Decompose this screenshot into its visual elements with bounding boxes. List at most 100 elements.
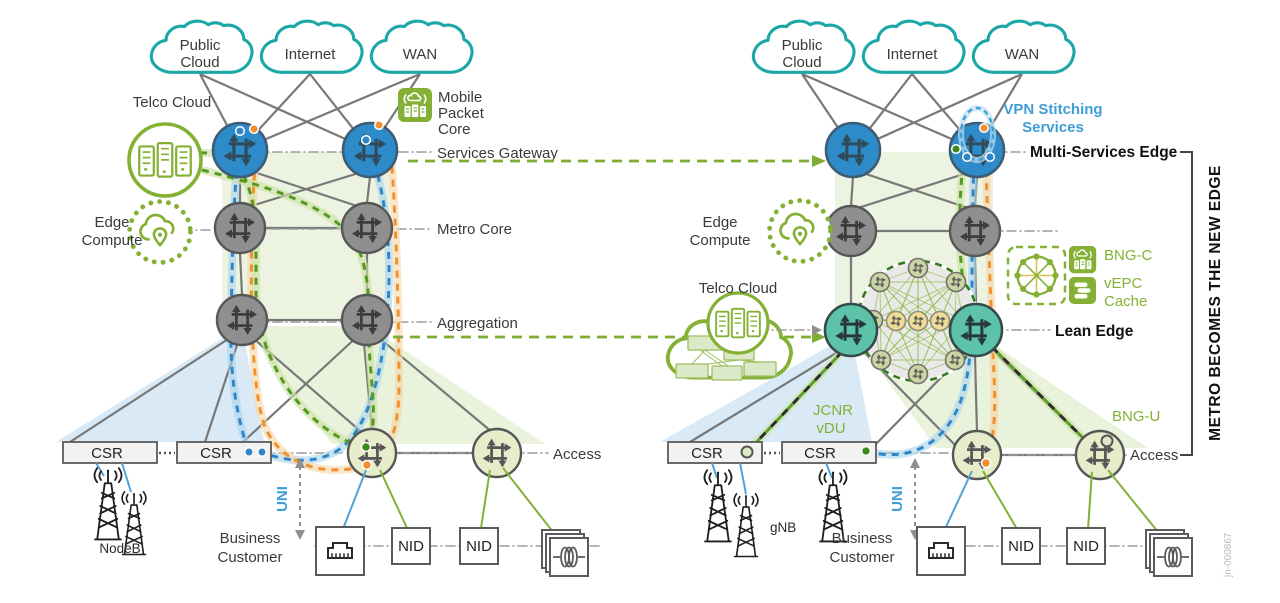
mpc-label-3: Core [438,121,471,138]
vdu-label: vDU [816,420,845,437]
green-endpoint [950,143,962,155]
edge-compute-label-right-2: Compute [690,232,751,249]
cloud-wan-right: WAN [971,19,1076,74]
lean-edge-label: Lean Edge [1055,323,1134,340]
fabric-mini-router [945,271,967,293]
bng-c-mesh-icon [1013,252,1060,299]
fronthaul-links-right [711,462,833,495]
cloud-wan-label: WAN [1005,46,1039,63]
core-router-1-right [824,204,878,258]
watermark: jn-000867 [1223,532,1234,578]
aggregation-router-1 [215,293,269,347]
business-cpe-icon-right [916,526,966,576]
edge-compute-label-left-2: Compute [82,232,143,249]
fiber-coil-icon-left [541,529,589,577]
bng-u-path-black [990,345,1092,447]
cloud-internet-left: Internet [259,19,364,74]
fabric-mini-router [885,310,907,332]
fiber-coil-icon-right [1145,529,1193,577]
bng-c-callout: BNG-C vEPC Cache [1006,245,1153,310]
uni-label-left: UNI [274,486,291,512]
orange-endpoint [361,459,373,471]
nid-label: NID [1008,538,1034,555]
vepc-label: vEPC [1104,275,1143,292]
metro-new-edge-note: METRO BECOMES THE NEW EDGE [1207,165,1224,441]
csr-label: CSR [91,445,123,462]
access-router-1-right [951,429,1003,481]
cloud-wan-left: WAN [369,19,474,74]
business-customer-label-2: Customer [217,549,282,566]
uni-drop-blue-right [944,470,973,530]
jcnr-path-green [747,352,842,452]
services-gateway-router-1 [211,121,269,179]
bng-u-label: BNG-U [1112,408,1160,425]
telco-cloud-icon-left [127,122,203,198]
csr-box-1-right: CSR [667,441,763,464]
business-customer-label-1: Business [220,530,281,547]
fabric-mini-router [944,349,966,371]
mobile-access-region-right [660,334,872,442]
cell-tower-icon [733,492,759,558]
uni-span-left [295,458,305,540]
gnb-label: gNB [770,520,796,535]
telco-cloud-icon-right [665,291,793,381]
orange-endpoint [373,119,385,131]
cloud-internet-right: Internet [861,19,966,74]
access-router-2 [471,427,523,479]
green-endpoint [360,441,372,453]
cloud-public-label-1: Public [180,37,221,54]
csr-label: CSR [804,445,836,462]
cloud-wan-label: WAN [403,46,437,63]
services-gateway-router-2 [341,121,399,179]
uni-drops-green [379,467,554,533]
cloud-public-right: Public Cloud [751,19,856,74]
blue-endpoint [984,151,996,163]
lean-edge-fabric [856,257,980,385]
left-diagram: Public Cloud Internet WAN [56,19,601,577]
cloud-public-label-1: Public [782,37,823,54]
access-router-1 [346,427,398,479]
metro-new-edge-bracket: METRO BECOMES THE NEW EDGE [1180,151,1224,456]
business-customer-label-1: Business [832,530,893,547]
cache-label: Cache [1104,293,1147,310]
fabric-mini-router [869,271,891,293]
fabric-mini-router [929,310,951,332]
blue-endpoint [234,125,246,137]
fabric-mini-router [907,310,929,332]
fabric-mini-router [907,363,929,385]
vpn-stitching-label-2: Services [1022,119,1084,136]
blue-endpoint [360,134,372,146]
vepc-icon [1068,245,1097,274]
cloud-public-left: Public Cloud [149,19,254,74]
vpn-stitching-label-1: VPN Stitching [1003,101,1102,118]
nid-box-1-right: NID [1001,527,1041,565]
access-router-2-right [1074,429,1126,481]
access-label-left: Access [553,446,601,463]
mobile-packet-core-icon [397,87,433,123]
edge-compute-label-right-1: Edge [702,214,737,231]
orange-endpoint [980,457,992,469]
jcnr-path-black [747,352,842,452]
nid-label: NID [1073,538,1099,555]
mpc-label-2: Packet [438,105,485,122]
nodeb-label: NodeB [99,541,140,556]
csr-box-1-left: CSR [62,441,158,464]
fabric-mini-router [907,257,929,279]
green-endpoint [860,445,872,457]
service-path-orange-1 [249,133,365,472]
aggregation-router-2 [340,293,394,347]
cloud-public-label-2: Cloud [180,54,219,71]
telco-cloud-label-left: Telco Cloud [133,94,211,111]
fabric-mini-router [870,349,892,371]
cell-tower-icon [93,467,123,541]
blue-endpoint [257,447,267,457]
multi-services-edge-label: Multi-Services Edge [1030,144,1178,161]
lean-edge-router-2 [948,302,1004,358]
edge-compute-icon-right [770,201,831,262]
uni-drop-blue [342,469,367,530]
cloud-internet-label: Internet [285,46,337,63]
jcnr-label: JCNR [813,402,853,419]
nid-box-2-left: NID [459,527,499,565]
nid-label: NID [398,538,424,555]
